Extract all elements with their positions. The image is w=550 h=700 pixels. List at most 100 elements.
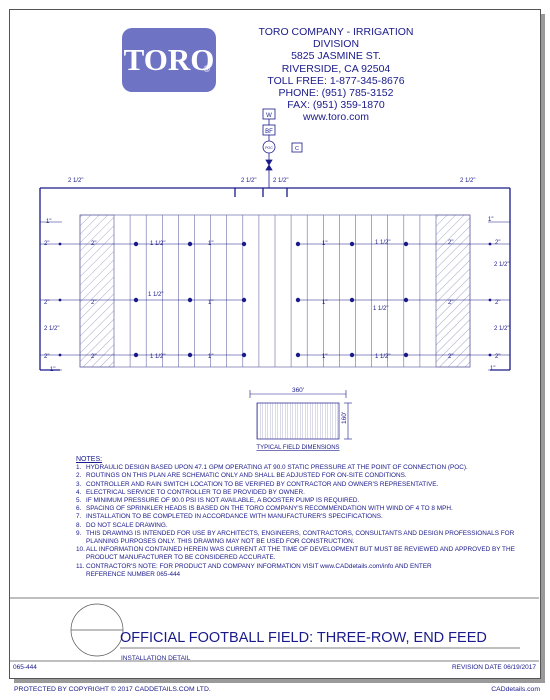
pipe-label-left-2in-d: 2" — [91, 300, 96, 306]
copyright-notice: PROTECTED BY COPYRIGHT © 2017 CADDETAILS… — [14, 686, 211, 693]
notes-list: 1.HYDRAULIC DESIGN BASED UPON 47.1 GPM O… — [76, 464, 516, 571]
typical-field-dimensions: 360' 160' TYPICAL FIELD DIMENSIONS — [249, 387, 352, 451]
company-street: 5825 JASMINE ST. — [291, 50, 381, 63]
pipe-label-left-2in-f: 2" — [91, 354, 96, 360]
company-toll-free: TOLL FREE: 1-877-345-8676 — [267, 74, 405, 87]
sprinkler-head — [349, 352, 355, 358]
dimension-caption: TYPICAL FIELD DIMENSIONS — [256, 445, 339, 451]
pipe-label-right-1half-c: 1 1/2" — [375, 354, 390, 360]
valve-icon — [265, 159, 273, 166]
note-item: 7.INSTALLATION TO BE COMPLETED IN ACCORD… — [76, 513, 383, 521]
poc-assembly — [262, 108, 303, 188]
pipe-label-right-1in-b: 1" — [322, 241, 327, 247]
pipe-label-right-2in-d: 2" — [448, 300, 453, 306]
note-item: 10.ALL INFORMATION CONTAINED HEREIN WAS … — [76, 546, 515, 562]
pipe-label-left-2in: 2" — [44, 241, 49, 247]
sprinkler-head — [58, 353, 62, 357]
endzone-left — [79, 214, 115, 368]
pipe-label-main-left: 2 1/2" — [68, 178, 83, 184]
drawing-subtitle: INSTALLATION DETAIL — [121, 655, 191, 662]
company-website: www.toro.com — [303, 111, 369, 124]
pipe-label-left-1in-c: 1" — [208, 300, 213, 306]
note-item: 8.DO NOT SCALE DRAWING. — [76, 521, 168, 529]
poc-label: POC — [265, 146, 273, 150]
dimension-length: 360' — [292, 387, 304, 394]
note-item: 5.IF MINIMUM PRESSURE OF 90.0 PSI IS NOT… — [76, 497, 360, 505]
note-item: 6.SPACING OF SPRINKLER HEADS IS BASED ON… — [76, 505, 453, 513]
poc-symbol — [262, 140, 276, 154]
note-item: 4.ELECTRICAL SERVICE TO CONTROLLER TO BE… — [76, 488, 305, 496]
pipe-label-right-1half-b: 1 1/2" — [373, 306, 388, 312]
sprinkler-head — [295, 241, 301, 247]
backflow-label: BF — [265, 129, 273, 135]
pipe-label-left-1in-b: 1" — [208, 241, 213, 247]
pipe-label-right-2in-c: 2" — [495, 300, 500, 306]
yard-lines — [129, 215, 421, 367]
sprinkler-head — [295, 352, 301, 358]
sprinkler-head — [241, 352, 247, 358]
water-meter-symbol — [262, 108, 276, 120]
sprinkler-head — [187, 241, 193, 247]
note-item: 1.HYDRAULIC DESIGN BASED UPON 47.1 GPM O… — [76, 464, 468, 472]
note-item: 3.CONTROLLER AND RAIN SWITCH LOCATION TO… — [76, 480, 439, 488]
drawing-title: OFFICIAL FOOTBALL FIELD: THREE-ROW, END … — [120, 630, 487, 646]
dimension-width: 160' — [341, 412, 348, 424]
sprinkler-head — [58, 242, 62, 246]
pipe-label-right-1in-d: 1" — [322, 354, 327, 360]
pipe-label-left-2in-b: 2" — [91, 241, 96, 247]
sprinkler-head — [295, 297, 301, 303]
pipe-label-right-2in-e: 2" — [495, 354, 500, 360]
sprinkler-head — [403, 352, 409, 358]
sprinkler-head — [58, 298, 62, 302]
football-field — [79, 214, 471, 368]
pipe-label-left-1in: 1" — [46, 219, 51, 225]
sprinkler-head — [133, 297, 139, 303]
pipe-label-right-1in-e: 1" — [490, 366, 495, 372]
pipe-label-right-2in-b: 2" — [448, 240, 453, 246]
sprinkler-head — [488, 298, 492, 302]
caddetails-link[interactable]: CADdetails.com — [491, 686, 540, 693]
sprinkler-head — [403, 241, 409, 247]
drawing-number: 065-444 — [13, 664, 37, 671]
note-item: 11.CONTRACTOR'S NOTE: FOR PRODUCT AND CO… — [76, 562, 432, 570]
water-label: W — [266, 113, 272, 119]
pipe-label-right-1half: 1 1/2" — [375, 240, 390, 246]
logo-registered-mark: ® — [203, 64, 210, 74]
controller-label: C — [295, 146, 299, 152]
sprinkler-head — [241, 297, 247, 303]
sprinkler-head — [349, 241, 355, 247]
pipe-label-right-2half-b: 2 1/2" — [494, 326, 509, 332]
pipe-label-main-center-left: 2 1/2" — [241, 178, 256, 184]
sprinkler-head — [488, 242, 492, 246]
revision-date: REVISION DATE 06/19/2017 — [451, 664, 536, 671]
pipe-label-right-2half: 2 1/2" — [494, 262, 509, 268]
pipe-label-right-1in: 1" — [488, 217, 493, 223]
note-item: 9.THIS DRAWING IS INTENDED FOR USE BY AR… — [76, 529, 515, 546]
sprinkler-head — [133, 352, 139, 358]
reference-number: REFERENCE NUMBER 065-444 — [86, 570, 181, 578]
logo-text: TORO — [123, 42, 215, 77]
company-city: RIVERSIDE, CA 92504 — [281, 62, 391, 75]
title-block-lines — [10, 597, 539, 662]
pipe-label-left-2in-c: 2" — [44, 300, 49, 306]
sprinkler-head — [488, 353, 492, 357]
sprinkler-head — [133, 241, 139, 247]
sprinkler-head — [241, 241, 247, 247]
sprinkler-head — [349, 297, 355, 303]
backflow-symbol — [262, 124, 276, 136]
pipe-label-right-2in-f: 2" — [448, 354, 453, 360]
company-fax: FAX: (951) 359-1870 — [287, 99, 385, 112]
pipe-labels: 2 1/2" 2 1/2" 2 1/2" 2 1/2" 1" 2" 2" 1 1… — [44, 178, 509, 373]
sprinkler-heads — [58, 241, 492, 358]
pipe-label-left-2half: 2 1/2" — [44, 326, 59, 332]
frame-shadow-bottom — [14, 678, 545, 683]
pipe-label-left-1half: 1 1/2" — [150, 241, 165, 247]
pipe-label-main-center-right: 2 1/2" — [273, 178, 288, 184]
company-name: TORO COMPANY - IRRIGATION DIVISION — [258, 26, 414, 51]
pipe-label-left-1half-c: 1 1/2" — [150, 354, 165, 360]
toro-logo: TORO ® — [122, 28, 216, 92]
pipe-label-left-1in-d: 1" — [208, 354, 213, 360]
pipe-label-left-1in-e: 1" — [50, 367, 55, 373]
